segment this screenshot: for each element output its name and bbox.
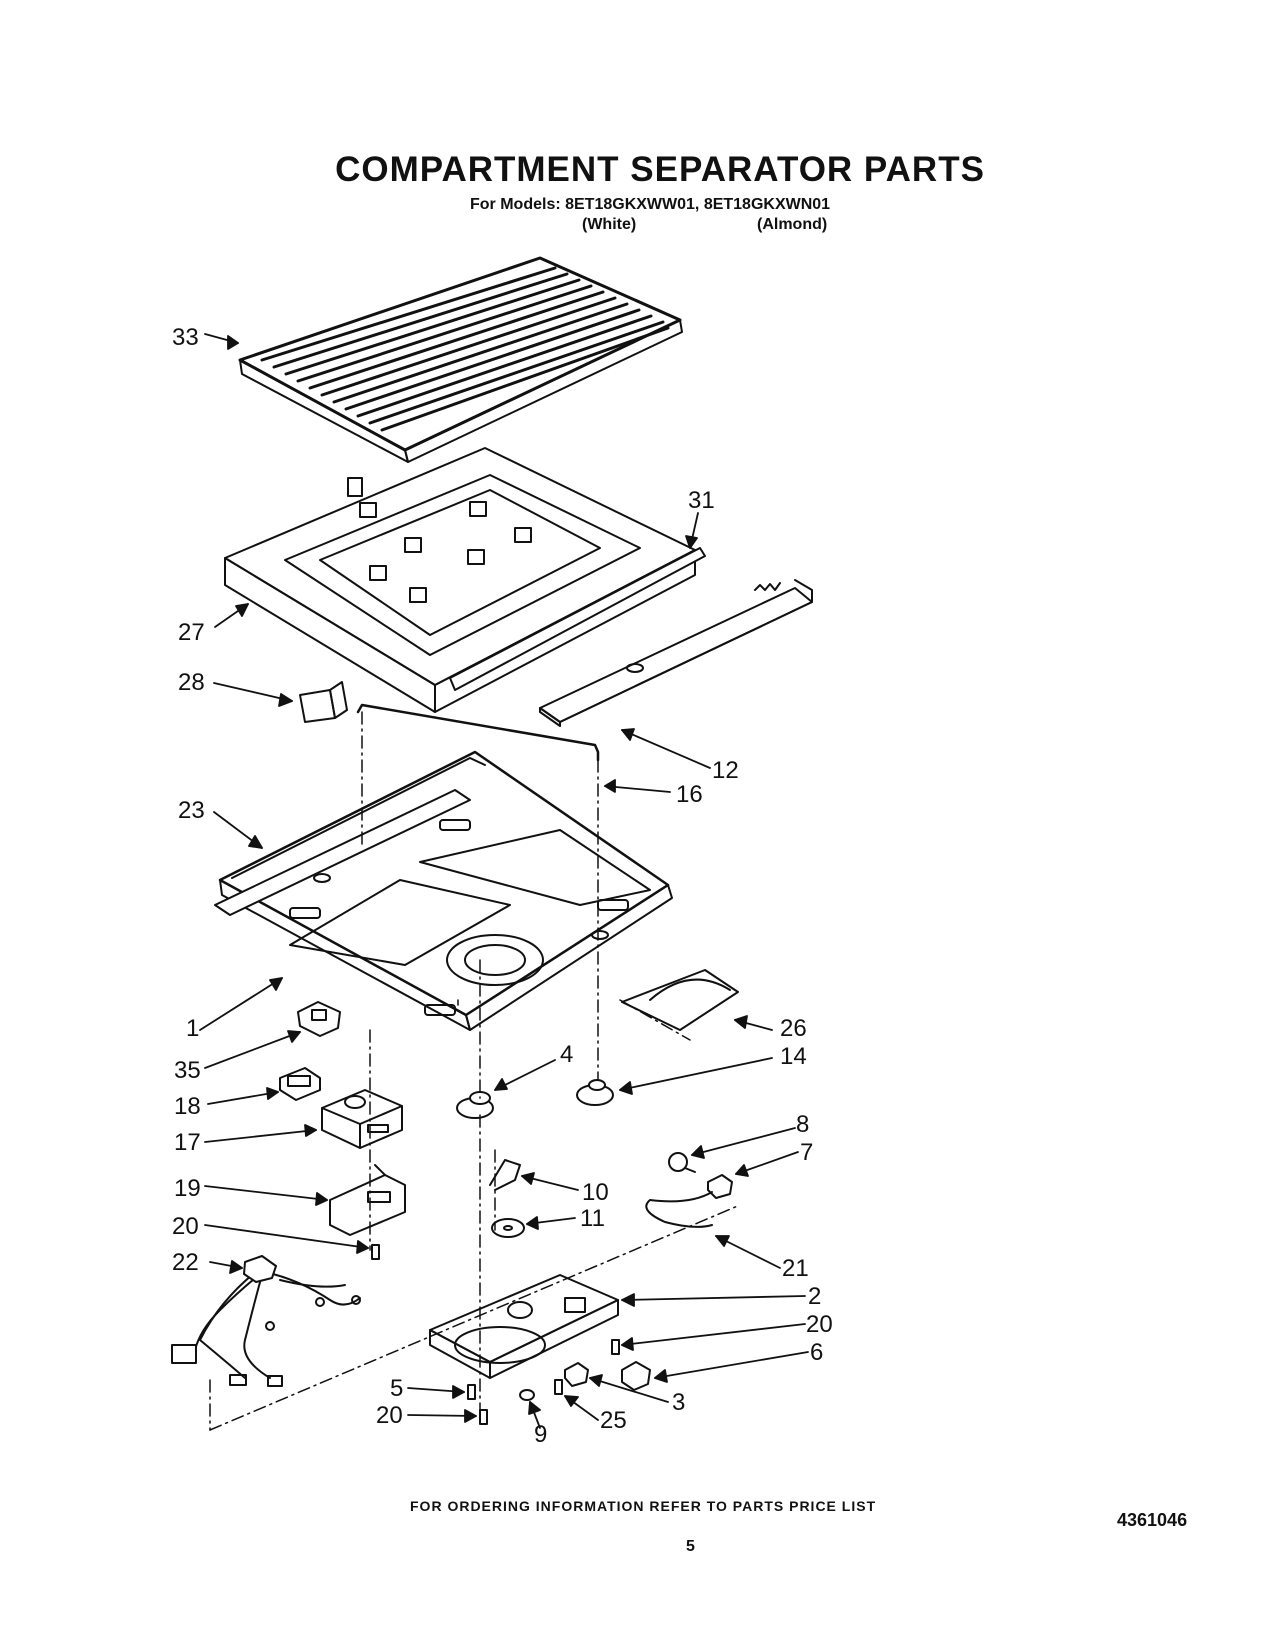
callout-7: 7 xyxy=(800,1139,813,1166)
callout-20-b: 20 xyxy=(806,1311,833,1338)
callout-11: 11 xyxy=(580,1205,605,1232)
part-28-block xyxy=(299,681,348,723)
callout-1: 1 xyxy=(186,1015,199,1042)
variant-almond-label: (Almond) xyxy=(757,216,828,233)
callout-21: 21 xyxy=(782,1255,809,1282)
callout-20-c: 20 xyxy=(376,1402,403,1429)
screws xyxy=(371,1244,620,1425)
part-7-socket xyxy=(707,1174,733,1199)
callout-31: 31 xyxy=(688,487,715,514)
callout-3: 3 xyxy=(672,1389,685,1416)
callout-26: 26 xyxy=(780,1015,807,1042)
callout-18: 18 xyxy=(174,1093,201,1120)
part-16-wire xyxy=(356,703,600,762)
part-26-cover xyxy=(621,969,739,1031)
callout-4: 4 xyxy=(560,1041,573,1068)
part-4-grommet xyxy=(456,1091,494,1119)
callout-2: 2 xyxy=(808,1283,821,1310)
part-17-housing xyxy=(321,1089,403,1149)
part-35-bracket xyxy=(297,1001,341,1037)
alignment-lines xyxy=(209,711,741,1431)
callout-22: 22 xyxy=(172,1249,199,1276)
callout-8: 8 xyxy=(796,1111,809,1138)
part-31-strip xyxy=(449,547,706,691)
callout-14: 14 xyxy=(780,1043,807,1070)
part-23-separator-plate xyxy=(214,750,673,1031)
page-number: 5 xyxy=(686,1538,695,1555)
part-6-connector xyxy=(621,1361,651,1391)
callout-23: 23 xyxy=(178,797,205,824)
callout-27: 27 xyxy=(178,619,205,646)
part-12-channel xyxy=(539,579,813,727)
callout-16: 16 xyxy=(676,781,703,808)
part-22-wiring-harness xyxy=(171,1255,361,1387)
part-2-base-pan xyxy=(429,1274,619,1379)
ordering-note: FOR ORDERING INFORMATION REFER TO PARTS … xyxy=(410,1498,877,1514)
variant-white-label: (White) xyxy=(582,216,637,233)
part-19-bracket xyxy=(329,1164,406,1236)
callout-12: 12 xyxy=(712,757,739,784)
callout-35: 35 xyxy=(174,1057,201,1084)
part-8-bulb xyxy=(668,1152,696,1173)
part-33-shelf-grille xyxy=(238,256,683,463)
callout-33: 33 xyxy=(172,324,199,351)
part-11-washer xyxy=(491,1218,525,1238)
callout-19: 19 xyxy=(174,1175,201,1202)
leader-lines xyxy=(199,333,809,1429)
part-10-clip xyxy=(489,1159,521,1191)
callout-6: 6 xyxy=(810,1339,823,1366)
callout-17: 17 xyxy=(174,1129,201,1156)
callout-25: 25 xyxy=(600,1407,627,1434)
part-3-clip xyxy=(564,1362,589,1387)
part-14-grommet xyxy=(576,1079,614,1106)
part-18-cap xyxy=(279,1067,321,1101)
callout-28: 28 xyxy=(178,669,205,696)
callout-20-a: 20 xyxy=(172,1213,199,1240)
callout-10: 10 xyxy=(582,1179,609,1206)
callout-9: 9 xyxy=(534,1421,547,1448)
callout-5: 5 xyxy=(390,1375,403,1402)
page-title: COMPARTMENT SEPARATOR PARTS xyxy=(335,150,985,189)
document-number: 4361046 xyxy=(1117,1510,1188,1530)
models-line: For Models: 8ET18GKXWW01, 8ET18GKXWN01 xyxy=(470,196,831,213)
